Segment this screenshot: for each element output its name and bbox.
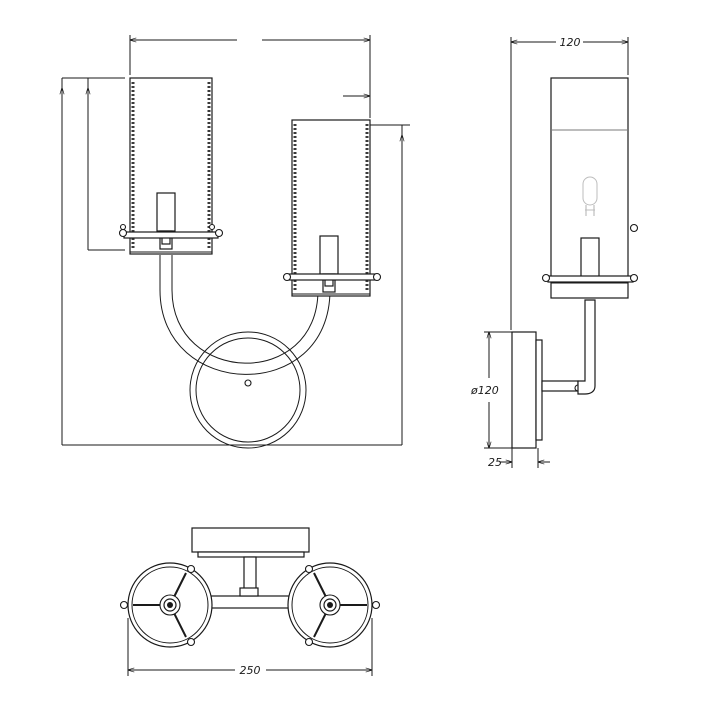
front-curved-arm — [159, 255, 331, 375]
bulb-icon — [582, 176, 598, 216]
side-base-plate — [511, 331, 543, 449]
top-view: 250 — [119, 527, 381, 677]
front-dimensions — [62, 35, 410, 446]
side-dimensions: 120 ø120 25 — [470, 36, 628, 469]
total-width-label: 250 — [240, 664, 261, 677]
front-left-shade — [118, 77, 224, 255]
top-dimensions: 250 — [128, 618, 372, 677]
base-depth-label: 25 — [488, 456, 502, 469]
side-width-label: 120 — [560, 36, 581, 49]
top-wall-plate — [191, 527, 310, 558]
top-left-cup — [119, 562, 213, 648]
top-stem — [204, 556, 298, 609]
side-shade — [541, 77, 639, 299]
side-arm — [541, 299, 596, 395]
front-wall-plate — [189, 331, 307, 449]
front-view — [62, 35, 410, 449]
side-view: 120 ø120 25 — [470, 36, 639, 469]
base-diameter-label: ø120 — [470, 384, 499, 397]
front-right-shade — [282, 119, 382, 297]
top-right-cup — [287, 562, 381, 648]
